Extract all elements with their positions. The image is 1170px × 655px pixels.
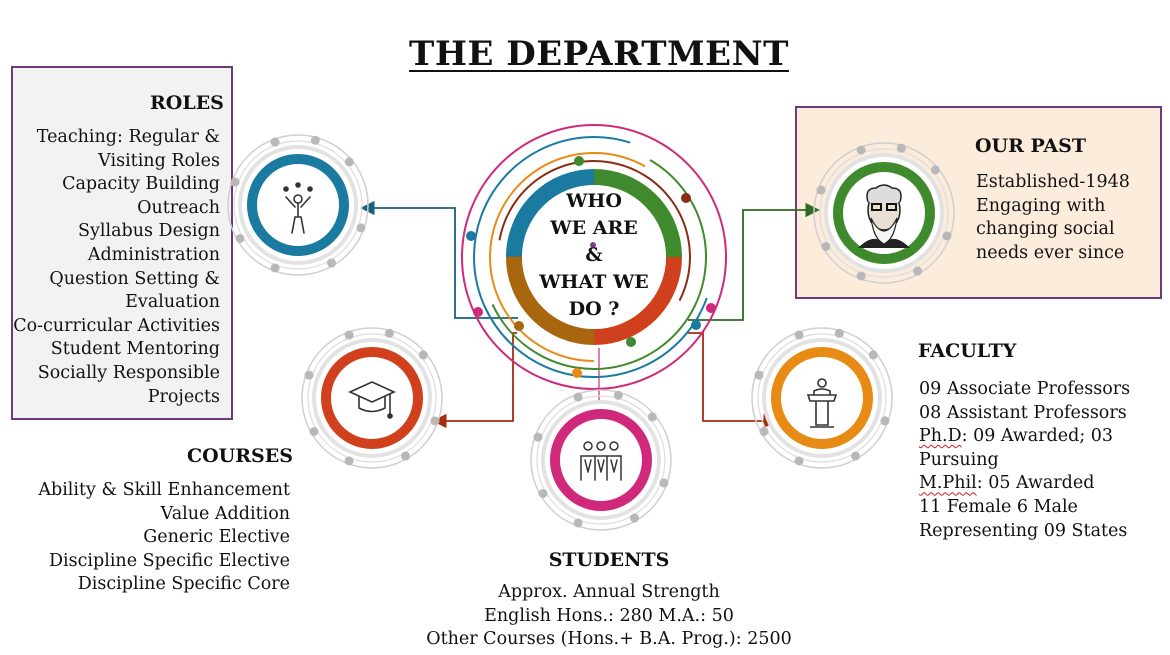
courses-item: Discipline Specific Core [77,574,290,595]
center-line: DO ? [568,298,620,320]
roles-item: Question Setting & [49,268,220,289]
roles-item: Co-curricular Activities [13,315,220,336]
our-past-line: needs ever since [976,242,1125,263]
courses-node-color-ring [321,347,423,449]
our-past-line: changing social [976,219,1115,240]
faculty-node-color-ring [771,347,873,449]
mphil-label: M.Phil [919,473,977,494]
courses-item: Value Addition [160,503,290,524]
students-line: Approx. Annual Strength [498,582,720,602]
hub-ring-brown [497,160,692,354]
students-line: English Hons.: 280 M.A.: 50 [484,605,734,626]
faculty-heading: FACULTY [918,340,1017,362]
mphil-rest: : 05 Awarded [976,473,1095,494]
courses-item: Discipline Specific Elective [49,550,290,571]
roles-item: Teaching: Regular & [36,127,220,147]
roles-item: Socially Responsible [37,362,220,383]
connector-past [688,202,820,321]
phd-rest: : 09 Awarded; 03 [961,426,1114,447]
our-past-text: Established-1948 Engaging with changing … [976,171,1130,265]
faculty-states: Representing 09 States [919,520,1128,541]
courses-list: Ability & Skill Enhancement Value Additi… [38,479,290,597]
faculty-gender: 11 Female 6 Male [919,496,1078,517]
courses-item: Ability & Skill Enhancement [38,480,290,500]
hub-ring-green [481,144,707,370]
roles-item: Syllabus Design [78,221,220,242]
courses-node-outer-ring [301,327,443,469]
phd-label: Ph.D [919,426,962,447]
students-node-color-ring [550,409,652,511]
roles-item: Visiting Roles [98,150,220,171]
center-line: WE ARE [550,217,638,239]
faculty-pursuing: Pursuing [919,449,999,470]
past-node-outer-ring [813,142,955,284]
students-node [530,389,672,531]
center-text: WHO WE ARE & WHAT WE DO ? [524,188,664,323]
faculty-node [751,327,893,469]
connector-faculty [686,332,778,429]
roles-node-outer-ring [227,134,369,276]
faculty-associate: 09 Associate Professors [919,379,1131,399]
courses-item: Generic Elective [143,527,290,548]
hub-seg-brown [506,169,682,345]
past-node-color-ring [833,162,935,264]
hub-ring-outer [461,124,727,390]
roles-item: Administration [87,244,220,265]
roles-item: Student Mentoring [50,339,220,360]
past-node [813,142,955,284]
hub-ring-blue [473,136,715,378]
roles-list: Teaching: Regular & Visiting Roles Capac… [13,126,220,409]
our-past-line: Engaging with [976,195,1106,216]
center-line: WHAT WE [539,271,649,293]
center-line: WHO [566,190,622,212]
roles-item: Capacity Building [62,174,220,195]
connectors [360,200,820,429]
roles-item: Outreach [137,197,220,218]
courses-heading: COURSES [187,445,293,467]
faculty-text: 09 Associate Professors 08 Assistant Pro… [919,378,1130,543]
roles-node [227,134,369,276]
roles-heading: ROLES [150,92,224,114]
courses-node [301,327,443,469]
roles-item: Evaluation [125,292,220,313]
our-past-heading: OUR PAST [975,135,1087,157]
center-hub [461,124,727,390]
hub-center-fill [522,185,666,329]
roles-box [11,66,233,420]
faculty-assistant: 08 Assistant Professors [919,402,1127,423]
roles-item: Projects [147,386,220,407]
students-node-outer-ring [530,389,672,531]
students-heading: STUDENTS [548,549,670,571]
roles-node-color-ring [247,154,349,256]
faculty-mphil: M.Phil: 05 Awarded [919,472,1130,496]
faculty-node-outer-ring [751,327,893,469]
students-text: Approx. Annual Strength English Hons.: 2… [0,581,1170,652]
center-line: & [585,244,603,266]
students-line: Other Courses (Hons.+ B.A. Prog.): 2500 [426,629,792,650]
hub-ring-orange [489,152,699,362]
connector-roles [360,200,518,319]
our-past-line: Established-1948 [976,172,1130,192]
connector-courses [432,332,517,429]
faculty-phd: Ph.D: 09 Awarded; 03 [919,425,1130,449]
page-title: THE DEPARTMENT [409,34,789,74]
